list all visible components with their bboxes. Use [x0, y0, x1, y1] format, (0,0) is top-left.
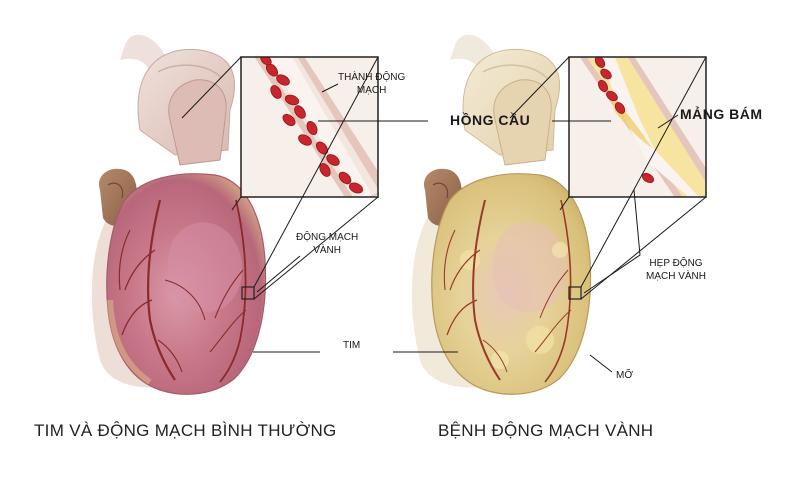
label-thanh-dong-mach-line2: MẠCH [356, 84, 387, 96]
label-hep-dong-mach-vanh: HẸP ĐỘNG MẠCH VÀNH [646, 258, 706, 283]
healthy-artery-inset [240, 56, 379, 198]
label-dong-mach-vanh-line1: ĐỘNG MẠCH [296, 232, 359, 243]
label-thanh-dong-mach-line1: THÀNH ĐỘNG [338, 72, 406, 83]
label-thanh-dong-mach: THÀNH ĐỘNG MẠCH [338, 72, 405, 97]
label-mang-bam: MẢNG BÁM [680, 106, 763, 122]
healthy-heart-illustration [91, 34, 267, 395]
leader-lines [181, 56, 707, 373]
label-dong-mach-vanh-line2: VÀNH [313, 244, 342, 256]
label-hong-cau: HỒNG CẦU [450, 112, 531, 128]
label-hep-dong-mach-vanh-line1: HẸP ĐỘNG [649, 258, 703, 269]
title-right: BỆNH ĐỘNG MẠCH VÀNH [438, 421, 654, 440]
diseased-heart-illustration [411, 34, 592, 395]
label-tim: TIM [343, 340, 361, 351]
label-mo: MỠ [616, 370, 633, 381]
label-dong-mach-vanh: ĐỘNG MẠCH VÀNH [296, 232, 358, 257]
label-hep-dong-mach-vanh-line2: MẠCH VÀNH [646, 270, 707, 282]
title-left: TIM VÀ ĐỘNG MẠCH BÌNH THƯỜNG [34, 421, 337, 440]
narrowed-artery-inset [568, 56, 707, 198]
